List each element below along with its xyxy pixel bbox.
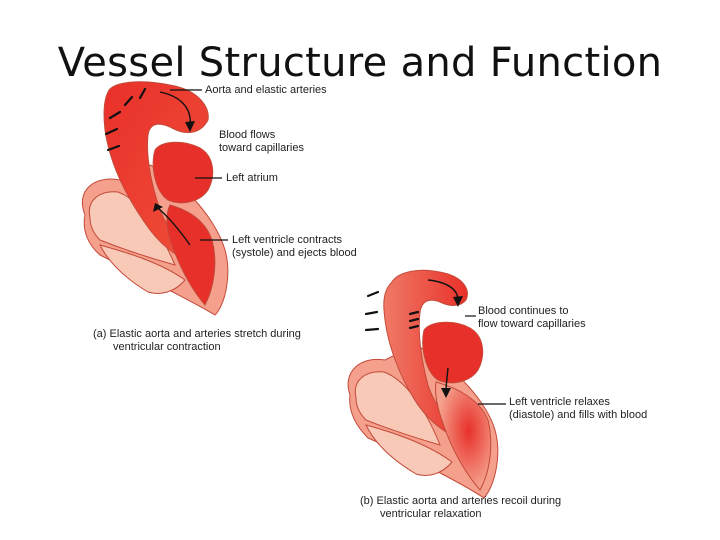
panel-a-flow-arrowhead	[185, 121, 195, 132]
label-left-atrium: Left atrium	[226, 172, 278, 184]
panel-b-left-ventricle	[435, 381, 492, 491]
slide-title: Vessel Structure and Function	[57, 40, 663, 86]
panel-a-ejection-arrowhead	[153, 203, 163, 212]
panel-a-left-atrium	[152, 141, 214, 204]
panel-b-flow-arrowhead	[453, 296, 463, 307]
panel-a-ejection-arrow	[157, 207, 191, 246]
label-blood-continues-line2: flow toward capillaries	[478, 318, 586, 330]
panel-b-left-atrium	[422, 321, 484, 384]
panel-b-recoil-marks	[364, 290, 420, 332]
label-ventricle-contracts-line1: Left ventricle contracts	[232, 234, 343, 246]
panel-a-heart	[82, 81, 229, 316]
panel-a-flow-arrow	[159, 91, 191, 126]
panel-a-stretch-marks	[104, 87, 147, 152]
panel-b-aorta	[383, 269, 470, 443]
label-blood-continues-line1: Blood continues to	[478, 305, 569, 317]
panel-b-right-chambers	[354, 371, 441, 446]
panel-a-right-chambers	[88, 191, 176, 266]
label-ventricle-relaxes-line1: Left ventricle relaxes	[509, 396, 610, 408]
caption-a-line2: ventricular contraction	[113, 341, 221, 353]
caption-b-line1: (b) Elastic aorta and arteries recoil du…	[360, 495, 562, 507]
panel-b-right-ventricle	[365, 424, 453, 476]
label-aorta-elastic-arteries: Aorta and elastic arteries	[205, 84, 327, 96]
label-blood-flows-line2: toward capillaries	[219, 142, 304, 154]
panel-a-aorta	[103, 81, 209, 266]
panel-b-leader-lines	[465, 315, 506, 405]
label-blood-flows-line1: Blood flows	[219, 129, 276, 141]
caption-b-line2: ventricular relaxation	[380, 508, 482, 520]
label-ventricle-contracts-line2: (systole) and ejects blood	[232, 247, 357, 259]
panel-b-fill-arrowhead	[441, 388, 451, 398]
panel-a-right-ventricle	[99, 244, 186, 294]
panel-a-leader-lines	[170, 89, 228, 241]
caption-a-line1: (a) Elastic aorta and arteries stretch d…	[93, 328, 301, 340]
label-ventricle-relaxes-line2: (diastole) and fills with blood	[509, 409, 648, 421]
panel-b-heart	[347, 269, 506, 499]
